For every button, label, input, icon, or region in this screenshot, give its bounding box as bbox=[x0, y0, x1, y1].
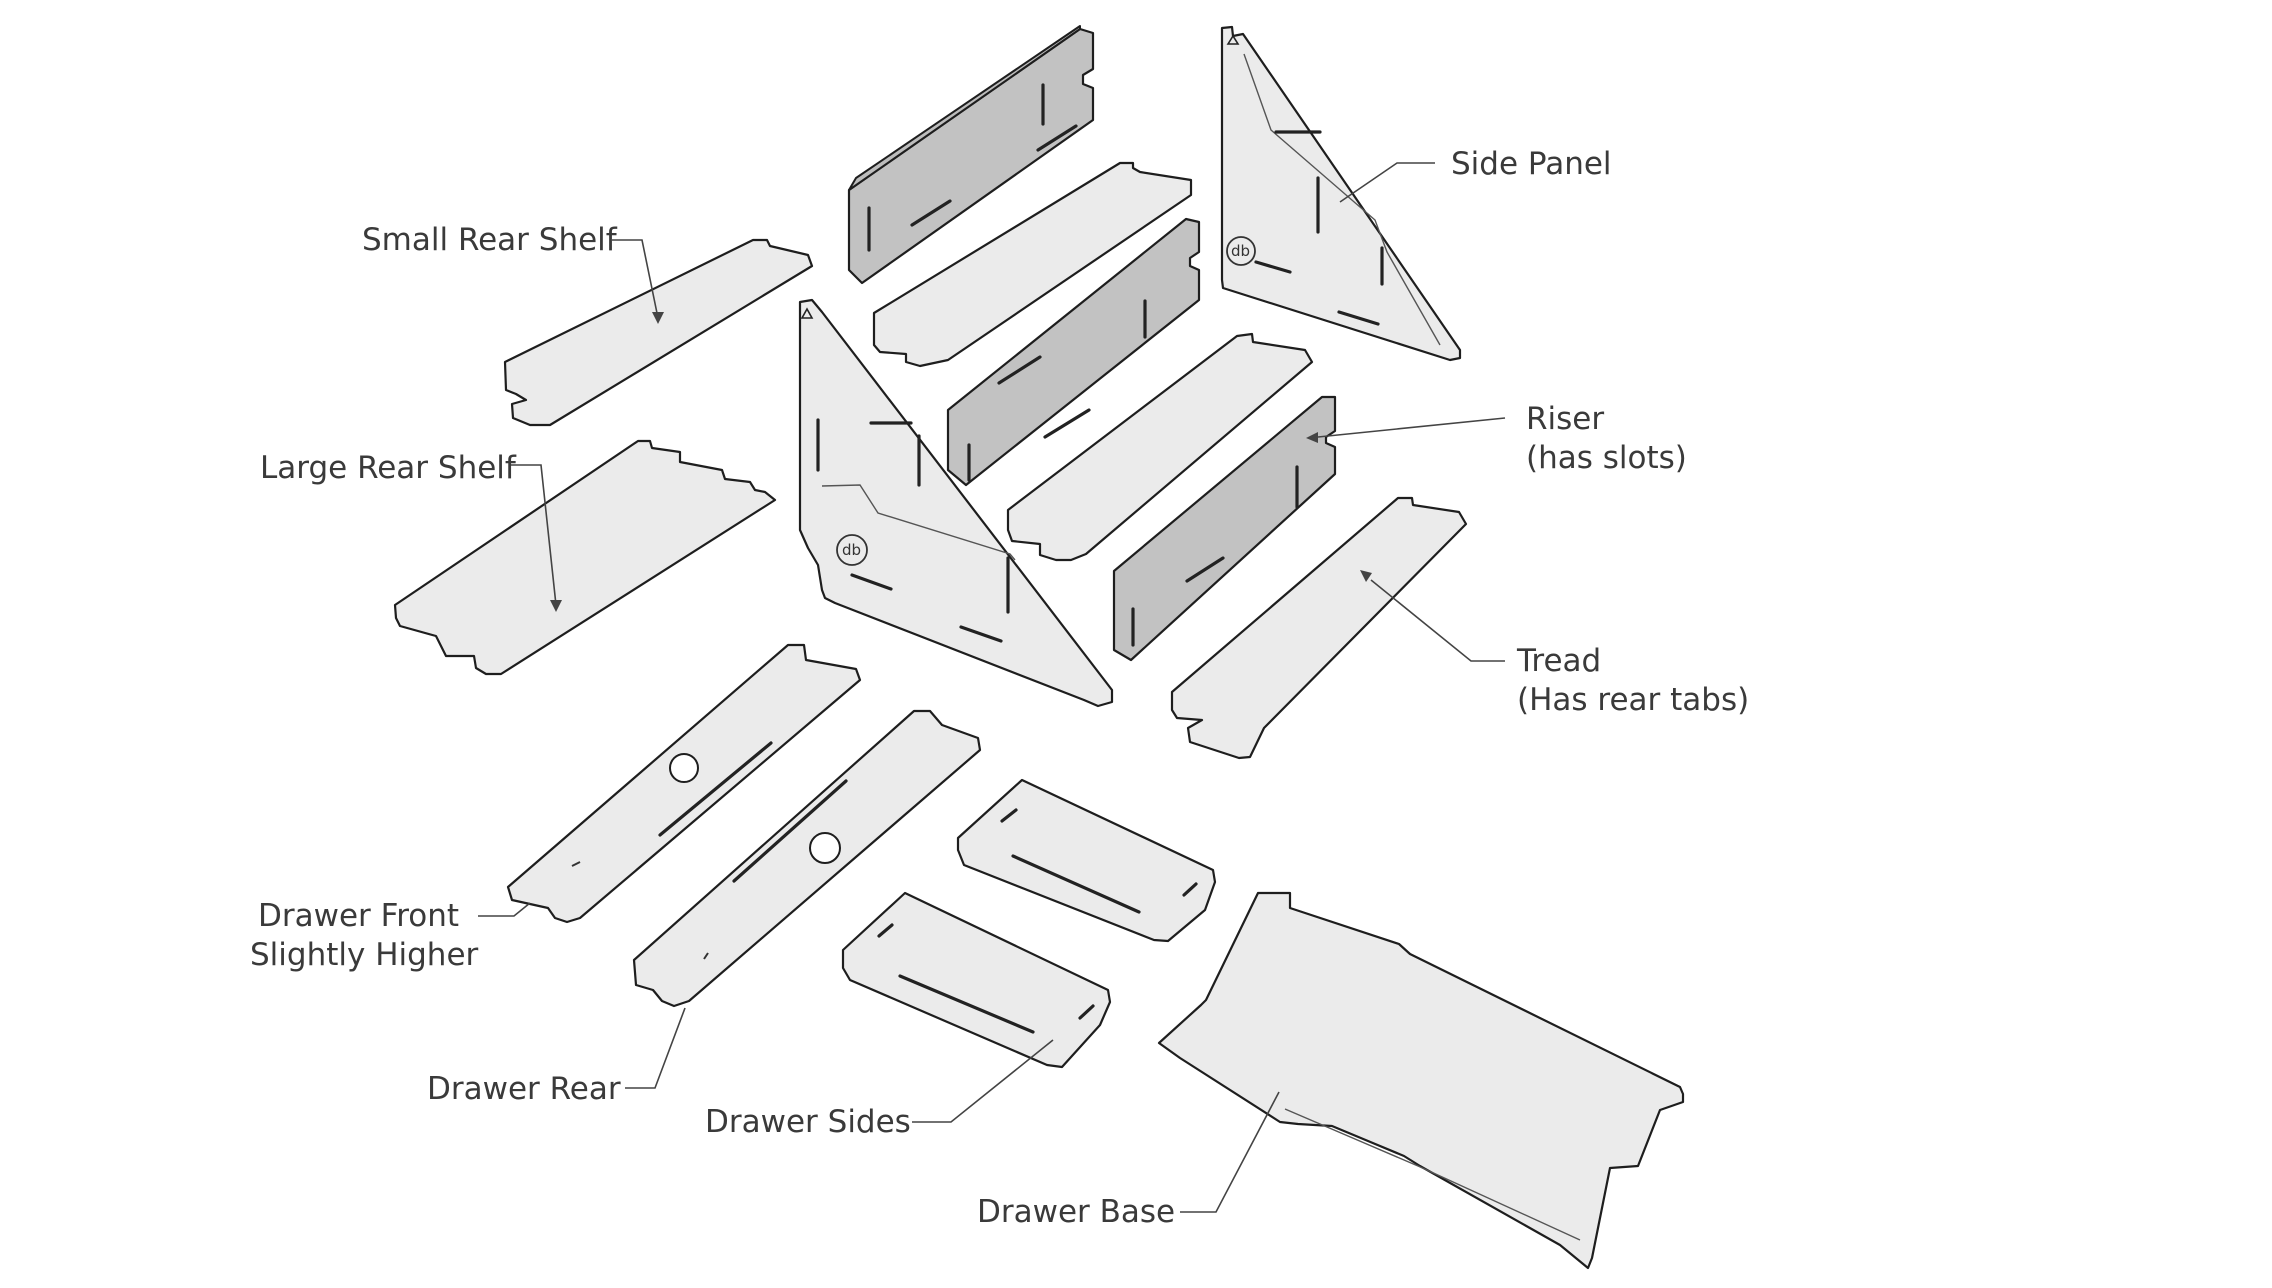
leader-large-rear-shelf bbox=[511, 464, 557, 606]
riser-top bbox=[847, 25, 1095, 285]
tread-lower bbox=[1170, 496, 1468, 760]
label-side-panel: Side Panel bbox=[1451, 146, 1612, 182]
label-drawer-sides: Drawer Sides bbox=[705, 1104, 911, 1140]
label-tread: Tread bbox=[1517, 643, 1602, 679]
side-panel-left: db bbox=[798, 298, 1114, 708]
label-small-rear-shelf: Small Rear Shelf bbox=[362, 222, 617, 258]
label-tread-note: (Has rear tabs) bbox=[1517, 682, 1750, 718]
label-riser-note: (has slots) bbox=[1526, 440, 1687, 476]
side-panel-right: db bbox=[1220, 25, 1462, 362]
leader-riser bbox=[1317, 417, 1506, 438]
tread-top bbox=[872, 124, 1193, 368]
drawer-front bbox=[506, 643, 862, 924]
drawer-front-hole bbox=[669, 753, 699, 783]
label-drawer-rear: Drawer Rear bbox=[427, 1071, 621, 1107]
db-logo-icon bbox=[836, 534, 868, 566]
leader-tread bbox=[1370, 579, 1505, 662]
leader-drawer-sides bbox=[912, 1039, 1054, 1123]
svg-text:db: db bbox=[1231, 242, 1250, 260]
db-logo-icon bbox=[1226, 236, 1256, 266]
drawer-rear bbox=[632, 709, 982, 1008]
drawer-rear-hole bbox=[809, 832, 841, 864]
tread-middle bbox=[1006, 332, 1314, 562]
label-large-rear-shelf: Large Rear Shelf bbox=[260, 450, 516, 486]
leader-lines bbox=[478, 162, 1506, 1213]
leader-side-panel bbox=[1339, 162, 1435, 203]
leader-drawer-rear bbox=[625, 1007, 686, 1089]
small-rear-shelf bbox=[503, 238, 814, 427]
drawer-side-upper bbox=[956, 778, 1217, 943]
label-drawer-front: Drawer Front bbox=[258, 898, 460, 934]
leader-small-rear-shelf bbox=[612, 239, 659, 319]
leader-drawer-base bbox=[1180, 1091, 1280, 1213]
leader-drawer-front bbox=[478, 902, 531, 917]
svg-text:db: db bbox=[842, 541, 861, 559]
label-riser: Riser bbox=[1526, 401, 1605, 437]
riser-middle bbox=[946, 217, 1201, 487]
riser-lower bbox=[1112, 395, 1337, 662]
drawer-side-lower bbox=[841, 891, 1112, 1069]
drawer-base bbox=[1157, 891, 1685, 1270]
large-rear-shelf bbox=[393, 439, 777, 676]
label-drawer-front-note: Slightly Higher bbox=[250, 937, 479, 973]
label-drawer-base: Drawer Base bbox=[977, 1194, 1176, 1230]
